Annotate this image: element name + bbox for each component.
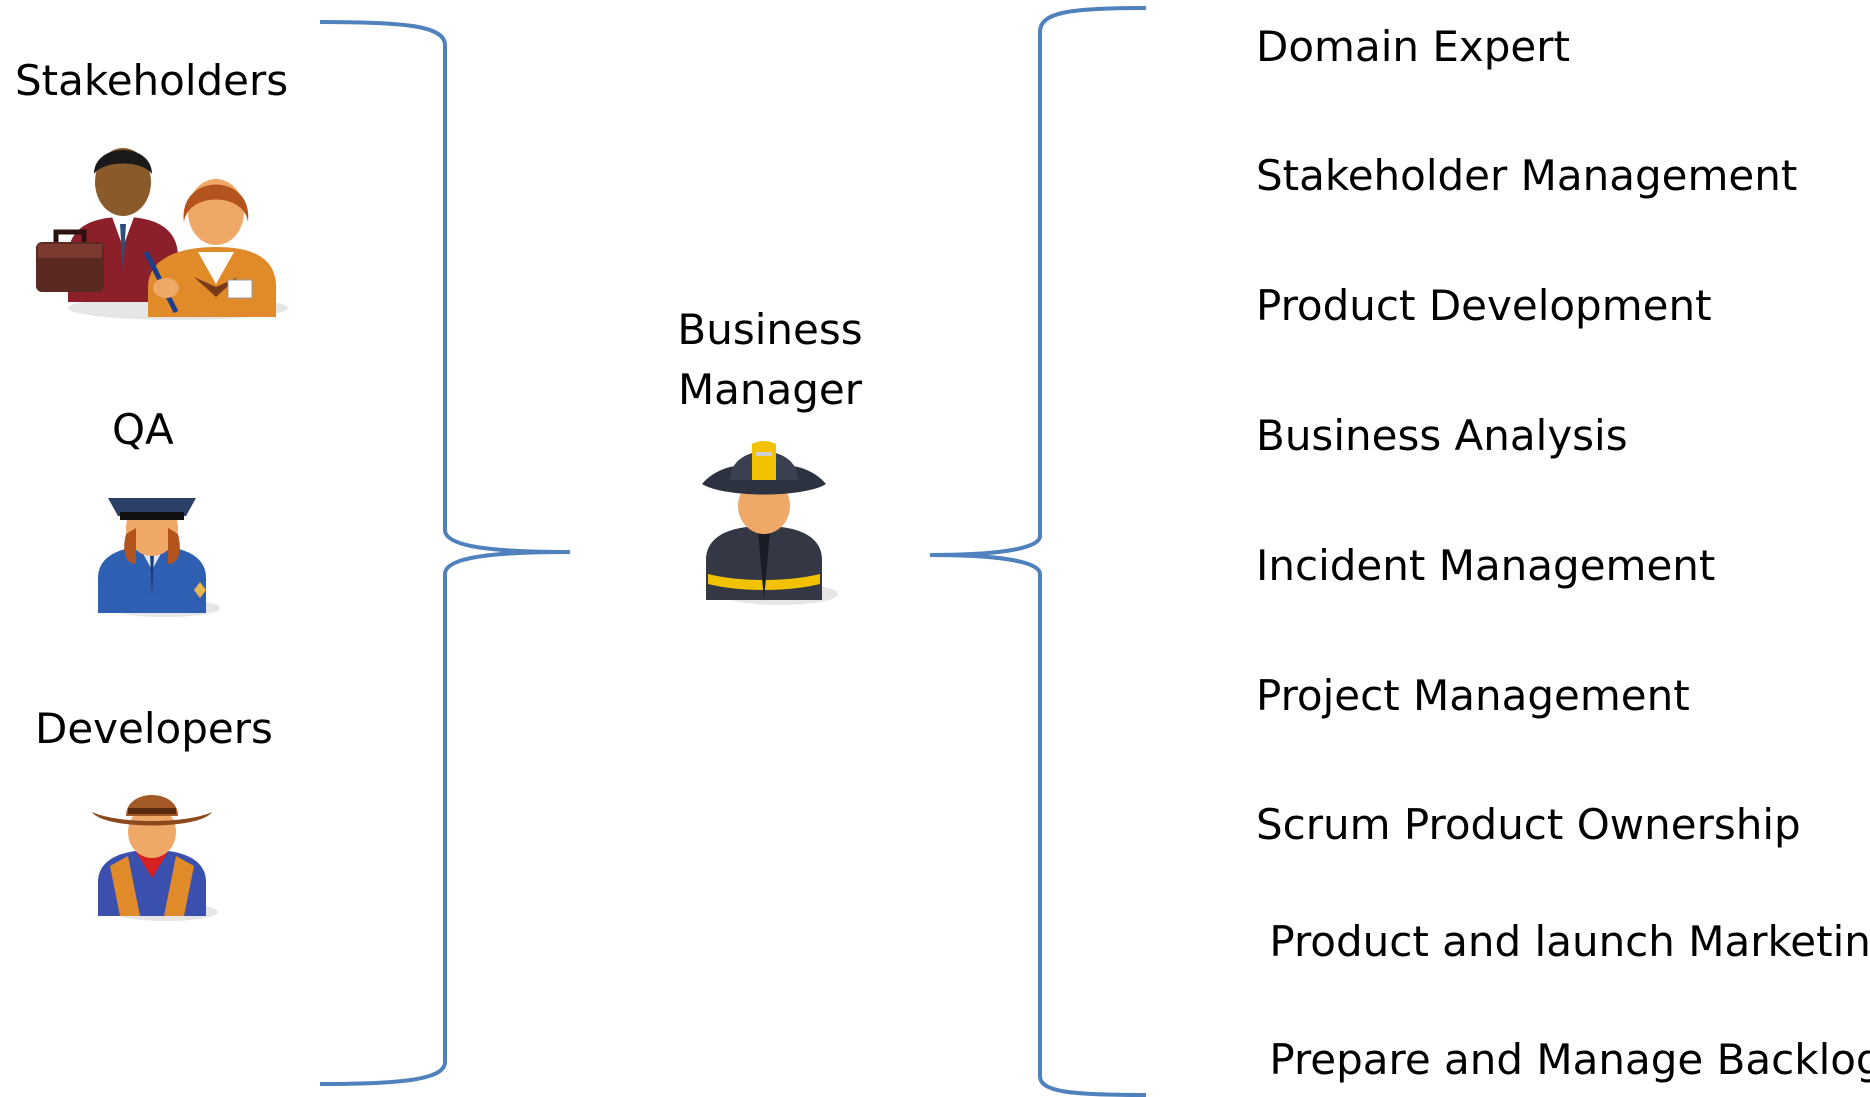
list-item: Domain Expert (1256, 22, 1570, 71)
qa-label: QA (112, 405, 174, 454)
stakeholders-icon (28, 112, 288, 322)
list-item: Product Development (1256, 281, 1712, 330)
stakeholders-label: Stakeholders (15, 56, 289, 105)
list-item: Product and launch Marketing (1256, 917, 1870, 966)
list-item: Business Analysis (1256, 411, 1628, 460)
firefighter-icon (700, 432, 840, 607)
police-officer-icon (90, 478, 220, 618)
list-item: Scrum Product Ownership (1256, 800, 1801, 849)
list-item: Project Management (1256, 671, 1690, 720)
list-item: Prepare and Manage Backlog (1256, 1035, 1870, 1084)
right-curly-brace (929, 6, 1147, 1097)
left-curly-brace (319, 20, 571, 1086)
list-item: Stakeholder Management (1256, 151, 1798, 200)
center-title-line1: Business (677, 305, 863, 354)
cowboy-icon (88, 778, 218, 923)
list-item: Incident Management (1256, 541, 1716, 590)
center-title: Business Manager (620, 300, 920, 420)
center-title-line2: Manager (677, 365, 863, 414)
developers-label: Developers (35, 704, 273, 753)
